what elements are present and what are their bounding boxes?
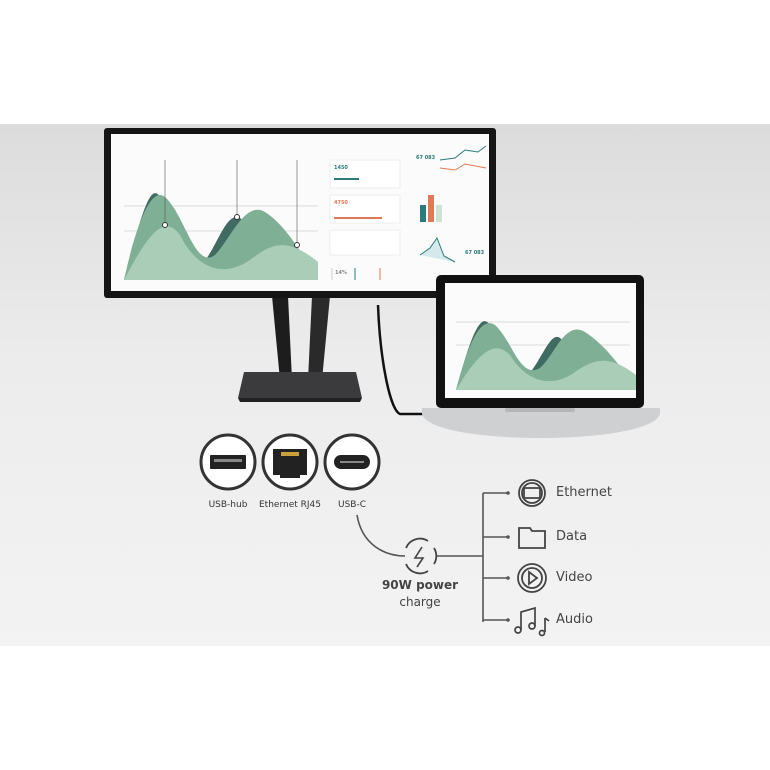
ethernet-icon xyxy=(518,479,546,507)
output-label-video: Video xyxy=(556,570,593,585)
monitor-stand xyxy=(238,296,362,402)
power-label: 90W power xyxy=(381,578,459,592)
monitor xyxy=(104,128,496,298)
play-icon xyxy=(517,563,547,593)
screen-pct: 14% xyxy=(335,270,347,276)
monitor-area-chart xyxy=(124,160,318,280)
screen-stat-1: 1450 xyxy=(334,165,348,171)
port-label-usb-c: USB-C xyxy=(337,500,367,510)
music-notes-icon xyxy=(514,606,550,637)
screen-stat-4: 67 083 xyxy=(465,250,485,256)
screen-stat-2: 4750 xyxy=(334,200,348,206)
output-label-ethernet: Ethernet xyxy=(556,485,612,500)
output-label-data: Data xyxy=(556,529,588,544)
port-ethernet-rj45 xyxy=(261,433,319,491)
port-label-ethernet: Ethernet RJ45 xyxy=(259,500,321,510)
screen-stat-3: 67 083 xyxy=(416,155,436,161)
monitor-dashboard-cards xyxy=(329,145,487,280)
laptop xyxy=(422,275,660,438)
usb-c-cable xyxy=(376,304,437,416)
power-charge-icon xyxy=(405,537,438,575)
connection-lines xyxy=(356,492,507,622)
output-label-audio: Audio xyxy=(556,612,593,627)
port-label-usb-hub: USB-hub xyxy=(208,500,248,510)
port-usb-c xyxy=(323,433,381,491)
folder-icon xyxy=(518,527,546,549)
power-sublabel: charge xyxy=(399,595,441,609)
port-usb-hub xyxy=(199,433,257,491)
